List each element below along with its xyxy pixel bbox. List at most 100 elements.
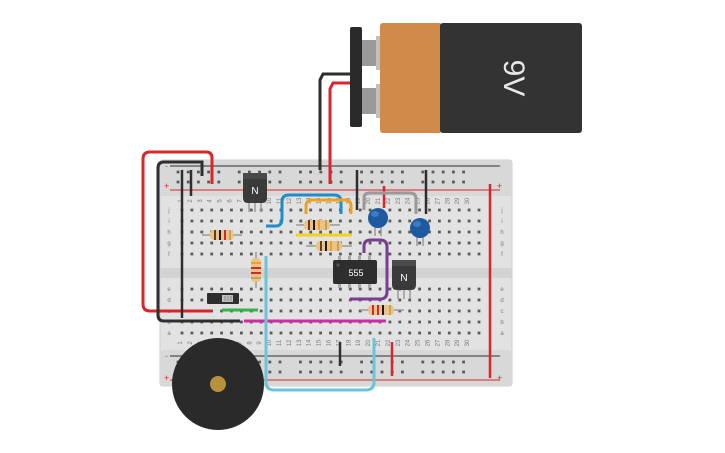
breadboard-hole[interactable] xyxy=(431,180,435,184)
breadboard-hole[interactable] xyxy=(299,252,303,256)
breadboard-hole[interactable] xyxy=(299,241,303,245)
breadboard-hole[interactable] xyxy=(200,230,204,234)
breadboard-hole[interactable] xyxy=(190,241,194,245)
breadboard-hole[interactable] xyxy=(207,170,210,174)
breadboard-hole[interactable] xyxy=(360,180,363,184)
breadboard-hole[interactable] xyxy=(249,331,253,335)
breadboard-hole[interactable] xyxy=(240,241,243,245)
breadboard-hole[interactable] xyxy=(408,208,412,212)
breadboard-hole[interactable] xyxy=(319,170,323,174)
breadboard-hole[interactable] xyxy=(249,230,253,234)
breadboard-hole[interactable] xyxy=(339,309,342,313)
transistor-2[interactable]: N xyxy=(392,260,416,299)
breadboard-hole[interactable] xyxy=(447,219,451,223)
breadboard-hole[interactable] xyxy=(279,230,283,234)
breadboard-hole[interactable] xyxy=(467,331,471,335)
breadboard-hole[interactable] xyxy=(197,170,200,174)
wire-red-left-loop[interactable] xyxy=(141,150,214,313)
breadboard-hole[interactable] xyxy=(230,252,233,256)
breadboard-hole[interactable] xyxy=(457,230,461,234)
breadboard-hole[interactable] xyxy=(210,241,214,245)
breadboard-hole[interactable] xyxy=(258,360,261,364)
breadboard-hole[interactable] xyxy=(408,241,412,245)
breadboard-hole[interactable] xyxy=(309,241,313,245)
breadboard-hole[interactable] xyxy=(447,309,451,313)
breadboard-hole[interactable] xyxy=(408,309,412,313)
breadboard-hole[interactable] xyxy=(190,219,194,223)
breadboard-hole[interactable] xyxy=(197,180,200,184)
breadboard-hole[interactable] xyxy=(452,370,455,374)
breadboard-hole[interactable] xyxy=(230,331,233,335)
breadboard-hole[interactable] xyxy=(418,331,421,335)
breadboard-hole[interactable] xyxy=(358,241,362,245)
breadboard-hole[interactable] xyxy=(447,252,451,256)
breadboard-hole[interactable] xyxy=(289,252,293,256)
breadboard-hole[interactable] xyxy=(329,252,332,256)
breadboard-hole[interactable] xyxy=(230,219,233,223)
wire-orange[interactable] xyxy=(304,198,353,214)
breadboard-hole[interactable] xyxy=(462,370,465,374)
breadboard-hole[interactable] xyxy=(447,320,451,324)
breadboard-hole[interactable] xyxy=(408,298,412,302)
breadboard-hole[interactable] xyxy=(190,208,194,212)
breadboard-hole[interactable] xyxy=(408,219,412,223)
breadboard-hole[interactable] xyxy=(339,331,342,335)
breadboard-hole[interactable] xyxy=(388,320,392,324)
breadboard-hole[interactable] xyxy=(269,331,273,335)
breadboard-hole[interactable] xyxy=(279,252,283,256)
breadboard-hole[interactable] xyxy=(438,241,441,245)
breadboard-hole[interactable] xyxy=(438,219,441,223)
breadboard-hole[interactable] xyxy=(447,208,451,212)
breadboard-hole[interactable] xyxy=(438,252,441,256)
breadboard-hole[interactable] xyxy=(299,180,302,184)
breadboard-hole[interactable] xyxy=(210,219,214,223)
breadboard-hole[interactable] xyxy=(339,180,343,184)
breadboard-hole[interactable] xyxy=(299,230,303,234)
breadboard-hole[interactable] xyxy=(477,230,481,234)
breadboard-hole[interactable] xyxy=(289,298,293,302)
battery-9v[interactable]: 9V xyxy=(350,23,582,133)
breadboard-hole[interactable] xyxy=(339,252,342,256)
breadboard-hole[interactable] xyxy=(249,298,253,302)
breadboard-hole[interactable] xyxy=(248,170,251,174)
breadboard-hole[interactable] xyxy=(259,230,263,234)
breadboard-hole[interactable] xyxy=(319,331,322,335)
breadboard-hole[interactable] xyxy=(360,170,363,174)
breadboard-hole[interactable] xyxy=(319,208,322,212)
breadboard-hole[interactable] xyxy=(230,241,233,245)
breadboard-hole[interactable] xyxy=(220,219,223,223)
breadboard-hole[interactable] xyxy=(319,360,323,364)
breadboard-hole[interactable] xyxy=(269,208,273,212)
breadboard-hole[interactable] xyxy=(401,360,404,364)
breadboard-hole[interactable] xyxy=(279,309,283,313)
breadboard-hole[interactable] xyxy=(176,170,180,174)
breadboard-hole[interactable] xyxy=(368,252,372,256)
breadboard-hole[interactable] xyxy=(408,331,412,335)
transistor-1[interactable]: N xyxy=(243,173,267,212)
breadboard-hole[interactable] xyxy=(339,170,343,174)
breadboard-hole[interactable] xyxy=(299,360,302,364)
breadboard-hole[interactable] xyxy=(278,370,282,374)
breadboard-hole[interactable] xyxy=(220,241,223,245)
breadboard-hole[interactable] xyxy=(421,370,425,374)
capacitor-1[interactable] xyxy=(368,208,388,236)
breadboard-hole[interactable] xyxy=(289,208,293,212)
breadboard-hole[interactable] xyxy=(279,331,283,335)
breadboard-hole[interactable] xyxy=(268,370,272,374)
breadboard-hole[interactable] xyxy=(431,360,435,364)
breadboard-hole[interactable] xyxy=(210,252,214,256)
breadboard-hole[interactable] xyxy=(186,180,190,184)
breadboard-hole[interactable] xyxy=(380,370,384,374)
breadboard-hole[interactable] xyxy=(249,219,253,223)
wire-blue[interactable] xyxy=(266,193,343,228)
breadboard-hole[interactable] xyxy=(278,170,282,174)
breadboard-hole[interactable] xyxy=(467,241,471,245)
breadboard-hole[interactable] xyxy=(441,360,445,364)
breadboard-hole[interactable] xyxy=(240,331,243,335)
breadboard-hole[interactable] xyxy=(249,208,253,212)
breadboard-hole[interactable] xyxy=(370,180,374,184)
breadboard-hole[interactable] xyxy=(418,208,421,212)
breadboard-hole[interactable] xyxy=(408,230,412,234)
breadboard-hole[interactable] xyxy=(358,331,362,335)
breadboard-hole[interactable] xyxy=(237,170,241,174)
